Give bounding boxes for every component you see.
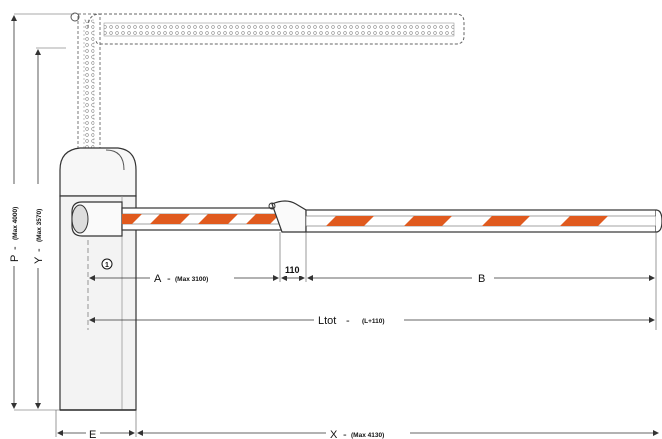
boom-stripe	[404, 216, 452, 226]
label-E: E	[89, 429, 96, 439]
label-P-max: (Max 4000)	[12, 207, 19, 240]
label-P-dash: -	[9, 246, 21, 250]
boom-stripe	[150, 214, 190, 224]
boom-stripe	[482, 216, 530, 226]
boom-stripe	[198, 214, 238, 224]
boom-stripe	[122, 214, 142, 224]
label-A: A - (Max 3100)	[154, 273, 208, 285]
raised-boom-dashed	[70, 12, 465, 193]
extension-lines	[14, 13, 657, 437]
label-X: X - (Max 4130)	[330, 429, 384, 439]
label-B: B	[478, 273, 485, 285]
label-A-dash: -	[167, 273, 171, 285]
label-A-max: (Max 3100)	[175, 276, 208, 283]
label-backgrounds	[6, 184, 494, 439]
boom-stripe	[246, 214, 280, 224]
label-Ltot: Ltot - (L+110)	[318, 315, 385, 327]
label-Ltot-note: (L+110)	[362, 318, 385, 325]
boom-section-2	[305, 209, 662, 233]
label-P: P - (Max 4000)	[9, 207, 21, 262]
label-X-dash: -	[343, 429, 347, 439]
label-gap-110: 110	[285, 265, 300, 275]
label-X-max: (Max 4130)	[351, 432, 384, 439]
boom-stripe	[560, 216, 608, 226]
label-A-letter: A	[154, 273, 162, 285]
label-Y: Y - (Max 3570)	[33, 209, 45, 264]
reference-marker-1: 1	[101, 258, 113, 270]
boom-hub	[71, 201, 123, 237]
label-X-letter: X	[330, 429, 338, 439]
label-Y-letter: Y	[33, 256, 45, 264]
barrier-cabinet	[59, 147, 137, 411]
boom-stripe	[326, 216, 374, 226]
boom-section-1	[121, 207, 283, 231]
label-Y-dash: -	[33, 248, 45, 252]
label-Ltot-dash: -	[346, 315, 350, 327]
label-Y-max: (Max 3570)	[36, 209, 43, 242]
reference-marker-number: 1	[105, 262, 109, 269]
label-Ltot-text: Ltot	[318, 315, 336, 327]
label-P-letter: P	[9, 255, 21, 262]
